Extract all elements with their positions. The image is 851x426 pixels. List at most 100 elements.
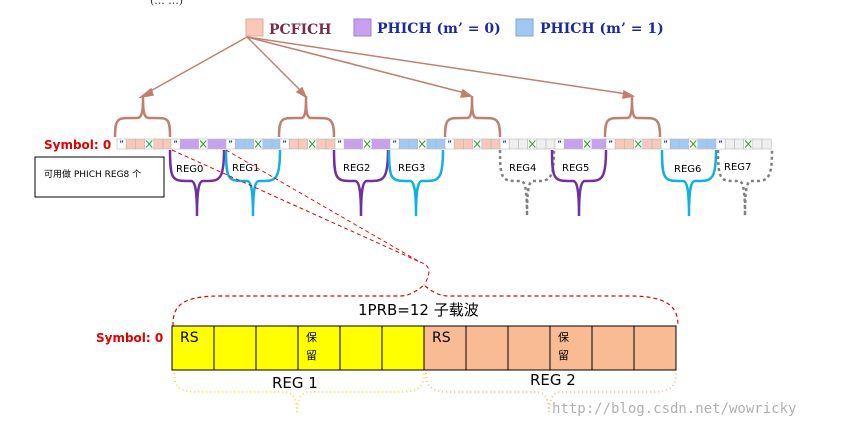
pcfich-cell: [135, 138, 145, 150]
reg2-subcarrier-cell: [507, 325, 551, 371]
reg2-subcarrier-cell: [633, 325, 677, 371]
reg1-subcarrier-cell: [339, 325, 383, 371]
pcfich-cell: [325, 138, 336, 150]
empty-cell: [734, 138, 744, 150]
reg1-subcarrier-cell: [297, 325, 341, 371]
pcfich-brace: [603, 95, 662, 138]
reg2-label: REG2: [343, 163, 370, 174]
reg7-brace: [716, 149, 774, 217]
legend-swatch-pcfich: [245, 18, 264, 37]
reg1-detail-brace: [173, 372, 425, 413]
phich0-cell: [591, 138, 602, 150]
note-box: 可用做 PHICH REG8 个: [34, 156, 165, 198]
reserved-cell-label: 留: [558, 349, 569, 362]
reserved-cross: [145, 140, 153, 148]
phich0-cell: [189, 138, 199, 150]
phich0-cell: [207, 138, 218, 150]
rs-marker: ”: [718, 140, 723, 148]
reserved-cross: [308, 140, 316, 148]
phich1-cell: [669, 138, 680, 150]
zoom-lines: [171, 149, 430, 286]
rs-marker: ”: [228, 140, 233, 148]
reg2-subcarrier-cell: [549, 325, 593, 371]
reg2-detail-brace: [425, 372, 677, 413]
reserved-cross: [583, 140, 591, 148]
symbol-label-detail: Symbol: 0: [96, 331, 163, 345]
rs-marker: ”: [282, 140, 287, 148]
empty-cell: [508, 138, 519, 150]
reg1-subcarrier-cell: [213, 325, 257, 371]
phich0-cell: [563, 138, 574, 150]
empty-cell: [545, 138, 556, 150]
legend-label-phich1: PHICH (m’ = 1): [540, 21, 664, 37]
pcfich-brace: [113, 95, 172, 138]
reg4-brace: [498, 149, 556, 217]
detail-braces: [173, 372, 677, 413]
reg5-label: REG5: [562, 163, 589, 174]
phich1-cell: [679, 138, 689, 150]
pcfich-brace: [277, 95, 336, 138]
reg3-brace: [387, 149, 445, 217]
reg2-subcarrier-cell: [423, 325, 467, 371]
phich1-cell: [398, 138, 409, 150]
rs-marker: ”: [447, 140, 452, 148]
empty-cell: [724, 138, 735, 150]
prb-outline: [172, 284, 679, 327]
pcfich-cell: [153, 138, 164, 150]
empty-cell: [761, 138, 772, 150]
reg2-brace: [332, 149, 390, 217]
reserved-cross: [473, 140, 481, 148]
pcfich-cell: [624, 138, 634, 150]
rs-marker: ”: [502, 140, 507, 148]
reg1-subcarrier-cell: [381, 325, 425, 371]
phich0-cell: [371, 138, 382, 150]
reg5-brace: [550, 149, 608, 217]
rs-cell-label: RS: [432, 330, 451, 346]
pcfich-cell: [453, 138, 464, 150]
phich0-cell: [216, 138, 227, 150]
top-fragment-text: (... ...): [150, 0, 183, 7]
reg1-subcarrier-cell: [255, 325, 299, 371]
pcfich-cell: [288, 138, 299, 150]
top-reg-labels: REG0 REG1 REG2 REG3 REG4 REG5 REG6 REG7: [176, 162, 751, 175]
reg6-label: REG6: [674, 164, 701, 175]
phich1-cell: [234, 138, 245, 150]
pcfich-cell: [614, 138, 625, 150]
phich1-cell: [262, 138, 273, 150]
phich1-cell: [706, 138, 717, 150]
reserved-cell-label: 保: [306, 330, 317, 344]
phich0-cell: [179, 138, 190, 150]
pcfich-cell: [298, 138, 308, 150]
reg2-detail-label: REG 2: [530, 371, 576, 389]
watermark: http://blog.csdn.net/wowricky: [552, 401, 796, 417]
empty-cell: [518, 138, 528, 150]
reserved-cross: [418, 140, 426, 148]
legend-label-pcfich: PCFICH: [269, 22, 332, 38]
reg-braces: [168, 149, 774, 217]
rs-marker: ”: [608, 140, 613, 148]
empty-cell: [536, 138, 547, 150]
rs-cell-label: RS: [180, 330, 199, 346]
reg6-brace: [660, 149, 718, 217]
reserved-cross: [363, 140, 371, 148]
reg7-label: REG7: [724, 162, 751, 173]
phich0-cell: [573, 138, 583, 150]
phich1-cell: [697, 138, 708, 150]
reserved-cross: [634, 140, 642, 148]
reserved-cross: [199, 140, 207, 148]
legend-swatch-phich0: [353, 18, 372, 37]
phich0-cell: [343, 138, 354, 150]
prb-label: 1PRB=12 子载波: [358, 301, 479, 319]
phich1-cell: [435, 138, 446, 150]
reg4-label: REG4: [509, 163, 536, 174]
reserved-cross: [528, 140, 536, 148]
reserved-cross: [744, 140, 752, 148]
reg1-detail-label: REG 1: [272, 374, 318, 392]
reserved-cell-label: 留: [306, 349, 317, 362]
rs-marker: ”: [119, 140, 124, 148]
pcfich-cell: [642, 138, 653, 150]
phich1-cell: [408, 138, 418, 150]
pcfich-cell: [651, 138, 662, 150]
